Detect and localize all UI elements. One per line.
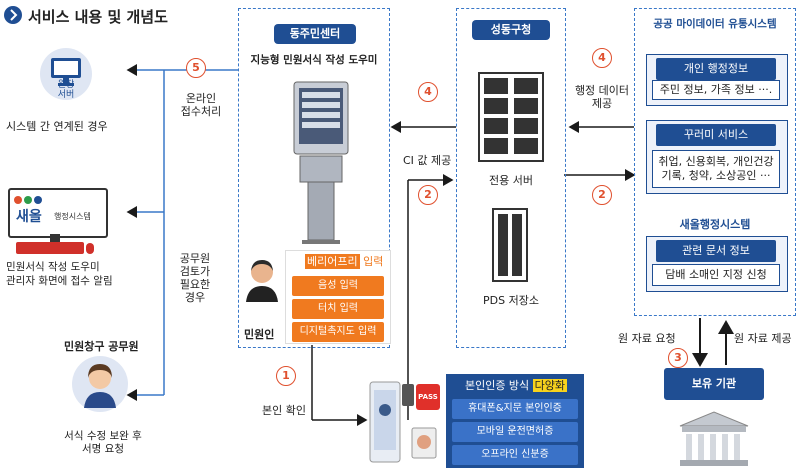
svc-personal-name: 개인 행정정보 [656,58,776,80]
notify-label: 민원서식 작성 도우미 관리자 화면에 접수 알림 [6,261,113,287]
barrier-main: 베리어프리 [305,254,360,269]
officer-text: 서식 수정 보완 후 서명 요청 [64,430,142,455]
storage-icon [492,208,528,286]
gu-server-label: 전용 서버 [489,174,533,187]
admin-data-label: 행정 데이터 제공 [574,84,630,110]
verify-label: 본인 확인 [262,404,306,417]
system-link-label: 시스템 간 연계된 경우 [6,120,108,133]
auth-device-icon [368,376,440,466]
saeol-sub: 행정시스템 [54,212,91,221]
barrier-title: 베리어프리 입력 [305,253,389,271]
auth-method-license: 모바일 운전면허증 [452,422,578,442]
institution-icon [676,408,752,472]
svc-package-body: 취업, 신용회복, 개인건강 기록, 청약, 소상공인 ··· [652,150,780,188]
server-rack-icon [478,72,544,166]
step-4a: 4 [418,82,438,102]
center-subtitle: 지능형 민원서식 작성 도우미 [250,54,378,66]
step-5: 5 [186,58,206,78]
monitor-stand [50,234,60,242]
officer-title: 민원창구 공무원 [64,340,139,353]
saeol-title: 새올행정시스템 [679,218,751,231]
ci-label: CI 값 제공 [403,154,452,167]
mouse-icon [86,243,94,254]
applicant-icon [244,258,280,302]
provide-label: 원 자료 제공 [734,332,792,345]
online-label: 온라인 접수처리 [180,92,222,118]
saeol-monitor: 새올 행정시스템 [8,188,108,238]
monitor-icon [49,56,83,92]
auth-method-id: 오프라인 신분증 [452,445,578,465]
server-label: 원장 서버 [57,80,75,100]
step-3: 3 [668,348,688,368]
step-1: 1 [276,366,296,386]
auth-title-main: 본인인증 방식 [464,379,533,392]
page-title: 서비스 내용 및 개념도 [28,8,168,26]
input-tactile: 디지털촉지도 입력 [292,322,384,342]
svc-personal-body: 주민 정보, 가족 정보 ···. [652,80,780,100]
review-label: 공무원 검토가 필요한 경우 [179,252,211,304]
applicant-label: 민원인 [244,328,275,341]
req-label: 원 자료 요청 [618,332,676,345]
input-voice: 음성 입력 [292,276,384,296]
auth-title-hl: 다양화 [532,379,568,392]
mydata-title: 공공 마이데이터 유통시스템 [653,18,777,30]
mydata-box [634,8,796,316]
step-2b: 2 [592,185,612,205]
kiosk-icon [290,76,352,250]
input-touch: 터치 입력 [292,299,384,319]
svc-doc-body: 담배 소매인 지정 신청 [652,264,780,286]
auth-method-phone: 휴대폰&지문 본인인증 [452,399,578,419]
center-header: 동주민센터 [274,24,356,44]
svc-package-name: 꾸러미 서비스 [656,124,776,146]
keyboard-icon [16,242,84,254]
step-4b: 4 [592,48,612,68]
title-bullet-icon [4,6,22,24]
saeol-logo: 새올 [16,209,42,225]
auth-title: 본인인증 방식 다양화 [450,377,582,395]
gu-storage-label: PDS 저장소 [483,294,539,307]
gu-header: 성동구청 [472,20,550,40]
holder-label: 보유 기관 [664,368,764,400]
officer-avatar [72,356,128,412]
step-2a: 2 [418,185,438,205]
svc-doc-name: 관련 문서 정보 [656,240,776,262]
center-box [238,8,390,348]
barrier-suffix: 입력 [359,255,384,268]
gu-box [456,8,566,348]
pass-badge: PASS [416,384,440,410]
